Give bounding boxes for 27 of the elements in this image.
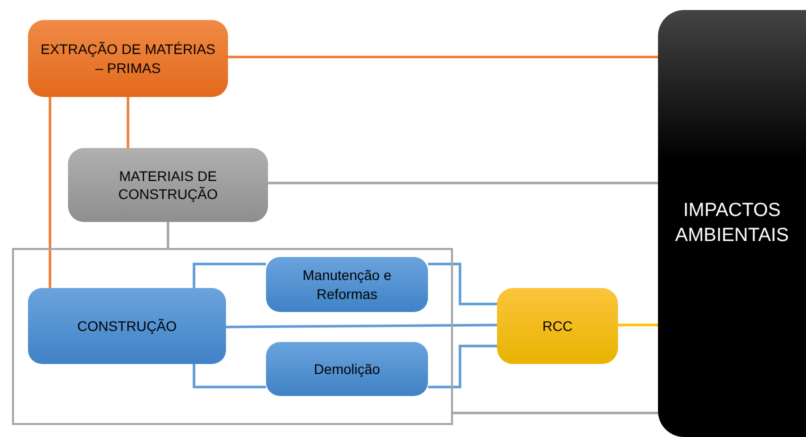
node-label: CONSTRUÇÃO <box>77 316 177 336</box>
connector-line <box>428 262 497 306</box>
connector-line <box>48 97 52 288</box>
connector-line <box>228 56 658 58</box>
connector-line <box>226 324 497 328</box>
node-label: Demolição <box>314 360 380 378</box>
connector-line <box>192 364 266 388</box>
connector-line <box>126 97 130 148</box>
connector-line <box>428 344 497 388</box>
impact-panel <box>658 10 806 437</box>
connector-line <box>166 222 170 248</box>
connector-line <box>268 182 658 184</box>
node-label: Manutenção e Reformas <box>302 266 392 303</box>
connector-line <box>192 262 266 288</box>
process-box <box>28 288 226 364</box>
node-label: MATERIAIS DE CONSTRUÇÃO <box>117 166 219 204</box>
group-frame <box>12 248 453 425</box>
connector-line <box>453 412 658 414</box>
node-label: RCC <box>542 316 573 336</box>
node-label: IMPACTOS AMBIENTAIS <box>674 198 790 248</box>
connector-line <box>618 324 658 326</box>
node-label: EXTRAÇÃO DE MATÉRIAS – PRIMAS <box>40 40 216 77</box>
process-box <box>497 288 618 364</box>
process-box <box>28 20 228 97</box>
process-box <box>266 342 428 396</box>
process-box <box>68 148 268 222</box>
process-box <box>266 257 428 312</box>
